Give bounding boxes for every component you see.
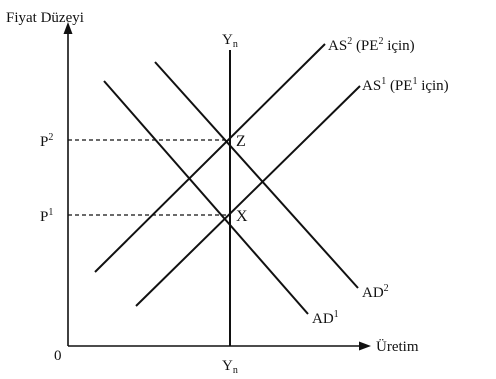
ad2-curve [154,61,359,289]
yn-bottom-label: Yn [222,358,238,376]
as2-curve [94,43,326,273]
point-x-label: X [236,208,248,225]
x-axis-arrowhead [359,341,371,351]
origin-label: 0 [54,348,62,364]
y-axis-label: Fiyat Düzeyi [6,10,84,26]
point-z-label: Z [236,133,246,150]
p1-label: P1 [40,207,53,225]
x-axis-label: Üretim [376,338,419,355]
as1-curve [135,85,361,307]
ad2-label: AD2 [362,283,389,301]
y-axis-arrowhead [63,22,73,34]
p2-label: P2 [40,132,53,150]
yn-top-label: Yn [222,32,238,50]
ad1-curve [103,80,309,315]
as1-label: AS1 (PE1 için) [362,76,449,94]
ad1-label: AD1 [312,309,339,327]
as2-label: AS2 (PE2 için) [328,36,415,54]
